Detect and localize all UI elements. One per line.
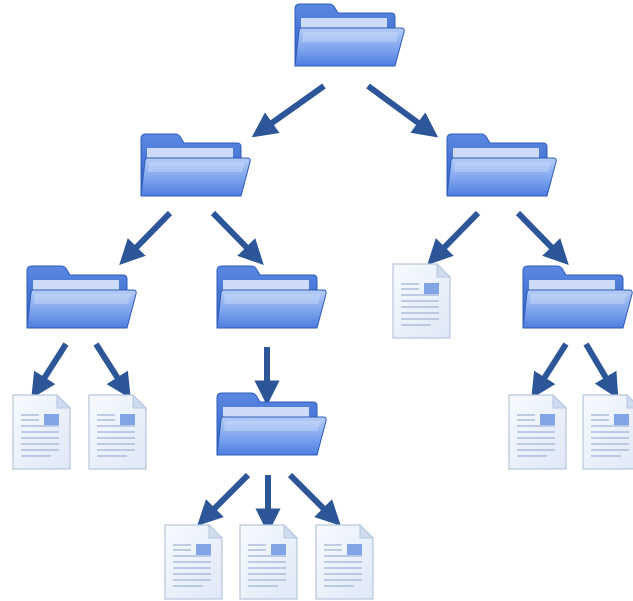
arrow-folder-b-to-folder-b2 [515,210,569,266]
folder-icon [216,392,327,456]
arrow-folder-a2-1-to-file-a2-1-1 [197,472,251,526]
arrow-folder-b2-to-file-b2-1 [531,342,569,399]
connectors [31,83,619,534]
document-icon [508,393,568,470]
folder-icon [216,265,327,329]
document-icon [164,523,224,600]
arrow-folder-a1-to-file-a1-2 [93,342,131,399]
document-icon [12,393,72,470]
tree-nodes [12,3,633,600]
arrow-root-to-folder-a [251,83,326,138]
folder-icon [140,133,251,197]
document-icon [88,393,148,470]
arrow-root-to-folder-b [366,83,439,138]
arrow-folder-a1-to-file-a1-1 [31,342,69,399]
folder-icon [446,133,557,197]
document-icon [239,523,299,600]
arrow-folder-b-to-file-b1 [427,210,481,266]
arrow-folder-a-to-folder-a2 [210,210,264,266]
arrow-folder-a2-1-to-file-a2-1-3 [287,472,341,526]
folder-icon [522,265,633,329]
folder-icon [26,265,137,329]
document-icon [315,523,375,600]
arrow-folder-b2-to-file-b2-2 [583,342,619,399]
document-icon [392,262,452,339]
folder-icon [294,3,405,67]
arrow-folder-a-to-folder-a1 [119,210,173,266]
document-icon [582,393,633,470]
